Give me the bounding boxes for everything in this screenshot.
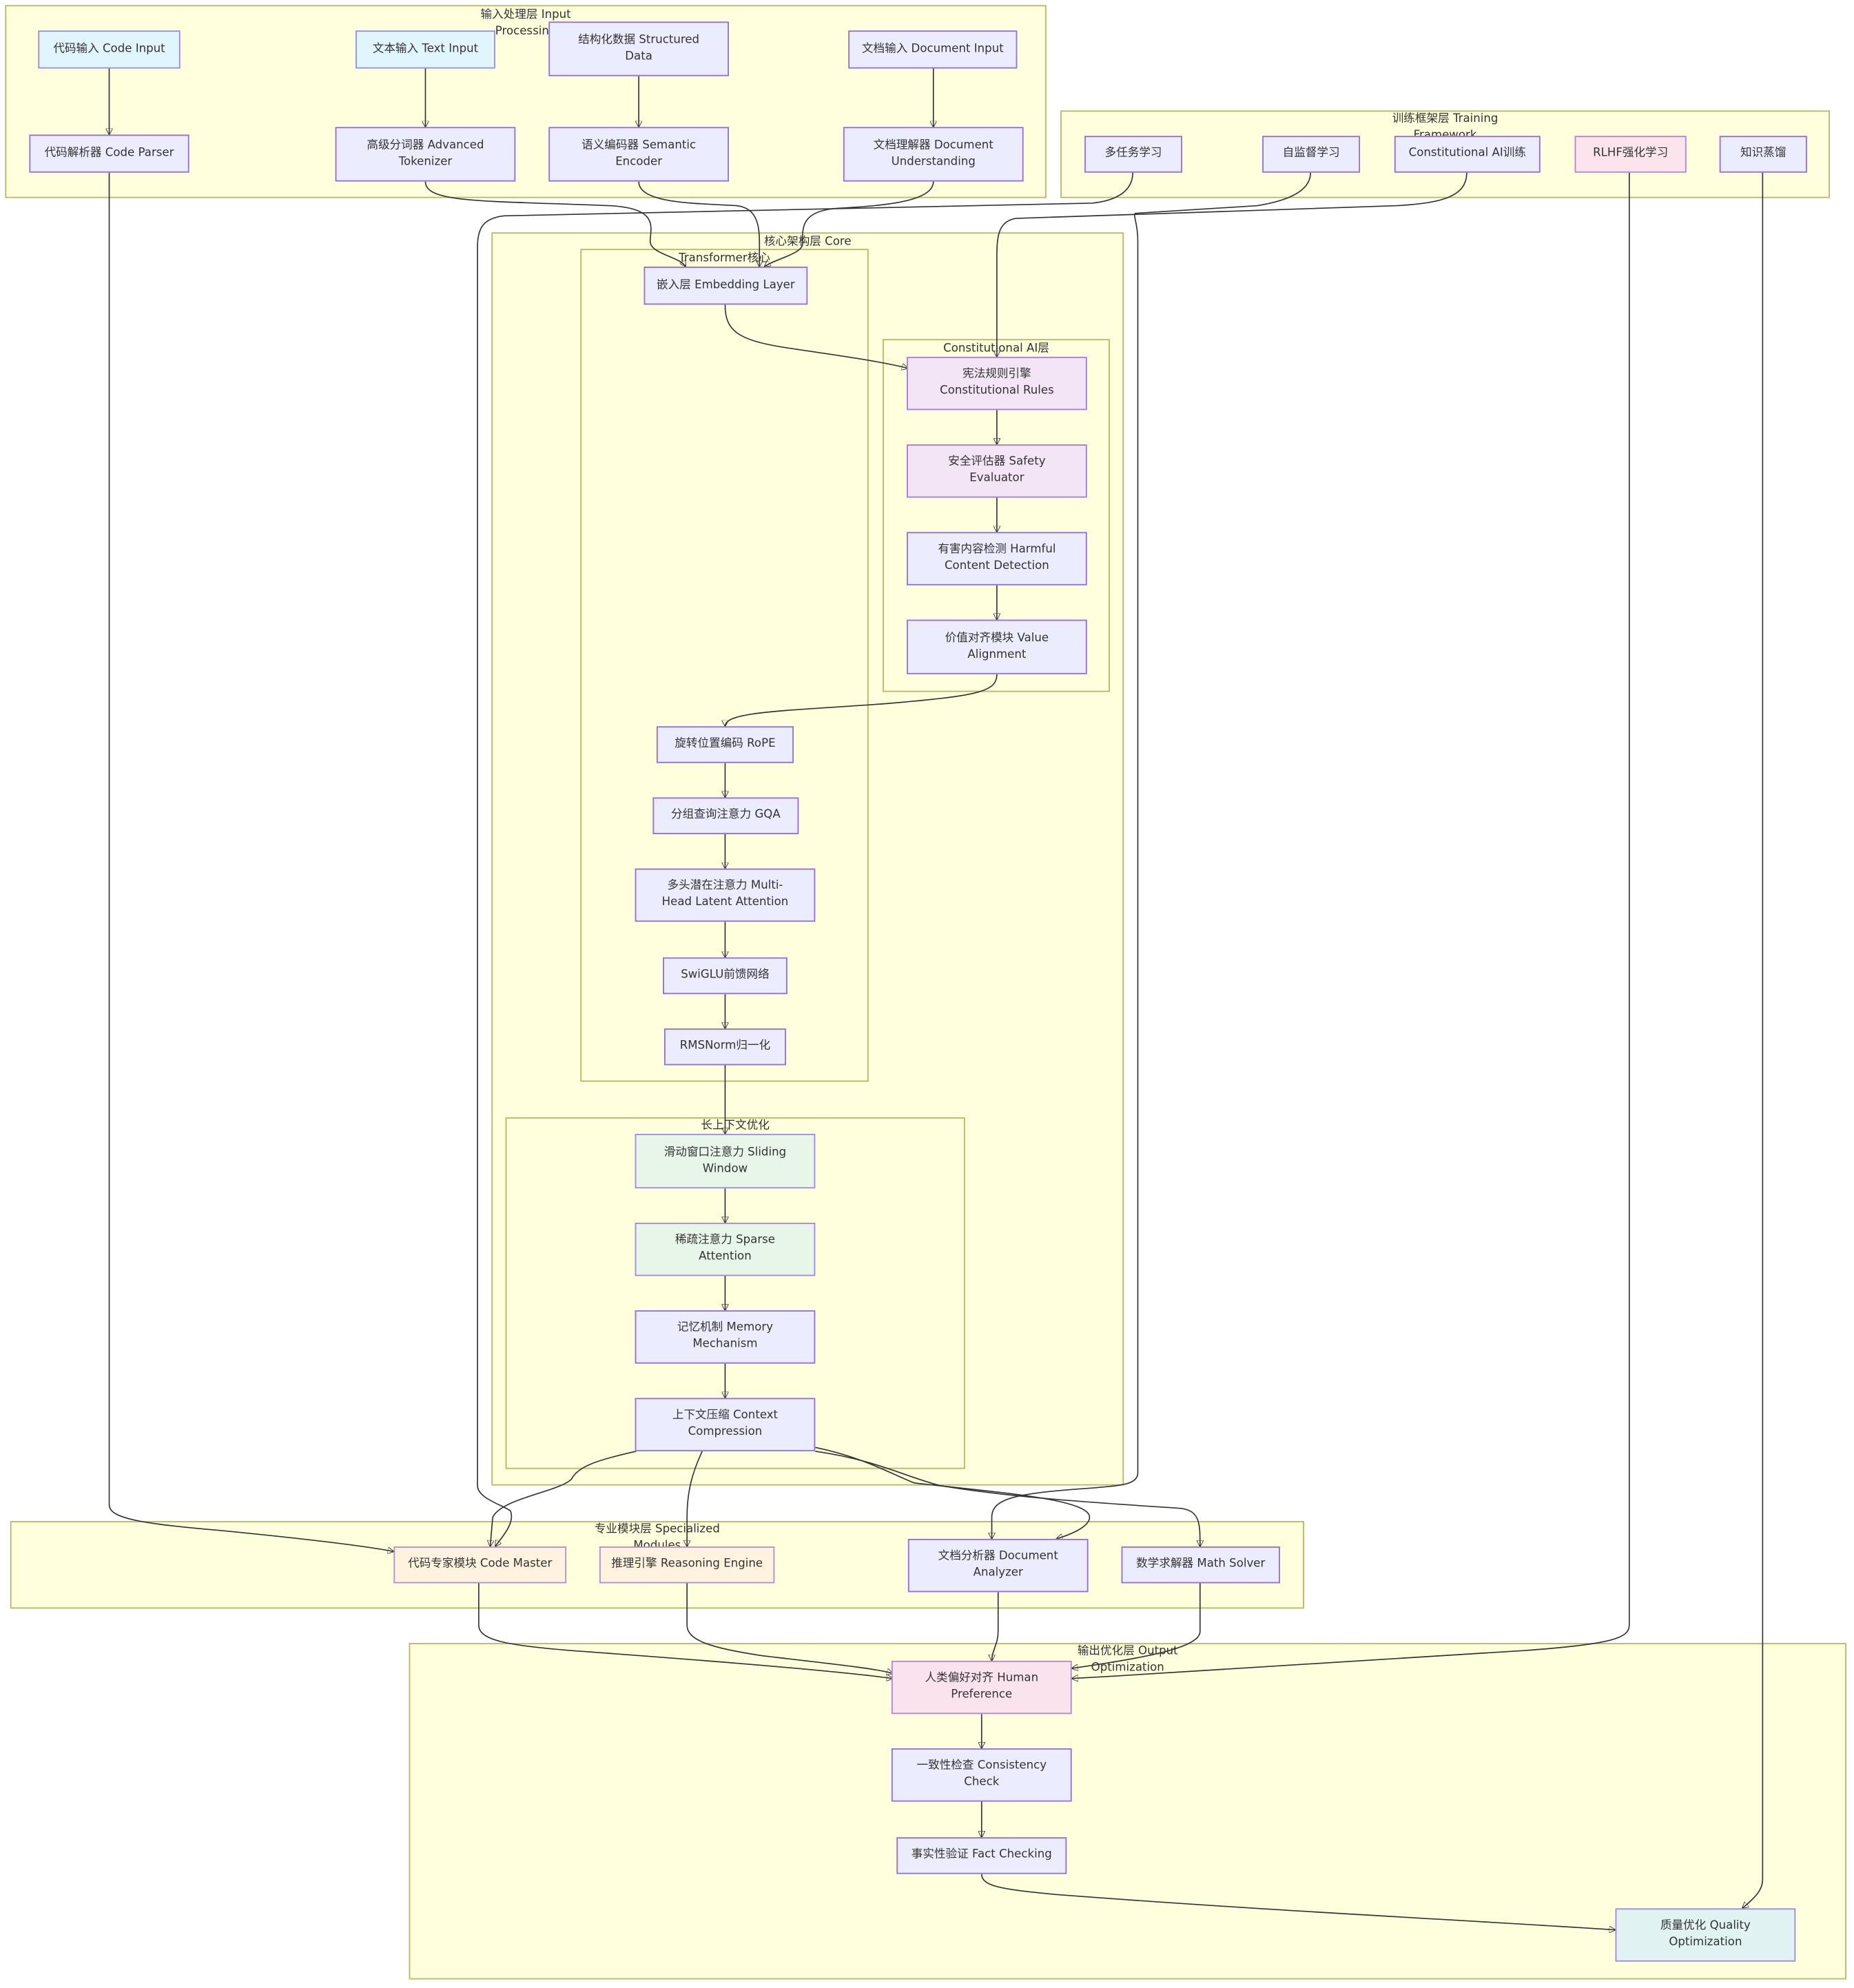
edge-code-parser-to-code-master	[108, 172, 394, 1552]
cluster-label: 输入处理层 Input Processing	[480, 8, 571, 39]
cluster-label: 输出优化层 Output Optimization	[1077, 1645, 1178, 1675]
node-value-alignment: 价值对齐模块 Value Alignment	[907, 619, 1087, 674]
node-constitutional-rules: 宪法规则引擎 Constitutional Rules	[907, 356, 1087, 411]
edge-rlhf-to-human	[1072, 172, 1630, 1679]
cluster-label: Constitutional AI层	[943, 342, 1049, 356]
node-self-supervised: 自监督学习	[1262, 136, 1361, 173]
node-sparse-attention: 稀疏注意力 Sparse Attention	[635, 1223, 816, 1276]
node-swiglu: SwiGLU前馈网络	[663, 957, 787, 995]
node-code-input: 代码输入 Code Input	[38, 30, 181, 69]
cluster-label: Transformer核心	[679, 252, 770, 266]
node-constitutional-ai-training: Constitutional AI训练	[1394, 136, 1541, 173]
node-multi-head-latent-attention: 多头潜在注意力 Multi- Head Latent Attention	[635, 868, 816, 922]
node-semantic-encoder: 语义编码器 Semantic Encoder	[548, 127, 729, 182]
node-reasoning-engine: 推理引擎 Reasoning Engine	[599, 1546, 775, 1584]
node-rlhf: RLHF强化学习	[1574, 136, 1687, 173]
node-memory-mechanism: 记忆机制 Memory Mechanism	[635, 1310, 816, 1364]
node-consistency-check: 一致性检查 Consistency Check	[891, 1748, 1072, 1802]
node-embedding-layer: 嵌入层 Embedding Layer	[643, 267, 808, 305]
node-document-input: 文档输入 Document Input	[848, 30, 1018, 69]
node-fact-checking: 事实性验证 Fact Checking	[896, 1837, 1067, 1874]
node-document-analyzer: 文档分析器 Document Analyzer	[907, 1538, 1089, 1593]
node-human-preference: 人类偏好对齐 Human Preference	[891, 1660, 1072, 1715]
cluster-label: 长上下文优化	[701, 1119, 770, 1133]
node-multitask-learning: 多任务学习	[1084, 136, 1183, 173]
node-gqa: 分组查询注意力 GQA	[652, 797, 799, 834]
node-math-solver: 数学求解器 Math Solver	[1121, 1546, 1280, 1584]
node-rope: 旋转位置编码 RoPE	[656, 726, 794, 763]
node-text-input: 文本输入 Text Input	[356, 30, 495, 69]
node-sliding-window: 滑动窗口注意力 Sliding Window	[635, 1133, 816, 1189]
node-context-compression: 上下文压缩 Context Compression	[635, 1398, 816, 1451]
node-document-understanding: 文档理解器 Document Understanding	[843, 127, 1024, 182]
node-advanced-tokenizer: 高级分词器 Advanced Tokenizer	[335, 127, 516, 182]
node-knowledge-distillation: 知识蒸馏	[1719, 136, 1807, 173]
node-code-parser: 代码解析器 Code Parser	[29, 134, 189, 173]
node-code-master: 代码专家模块 Code Master	[393, 1546, 567, 1584]
node-harmful-content-detection: 有害内容检测 Harmful Content Detection	[907, 532, 1087, 586]
node-structured-data: 结构化数据 Structured Data	[548, 21, 729, 76]
node-quality-optimization: 质量优化 Quality Optimization	[1615, 1908, 1796, 1962]
node-rmsnorm: RMSNorm归一化	[663, 1028, 786, 1066]
node-safety-evaluator: 安全评估器 Safety Evaluator	[907, 444, 1087, 498]
